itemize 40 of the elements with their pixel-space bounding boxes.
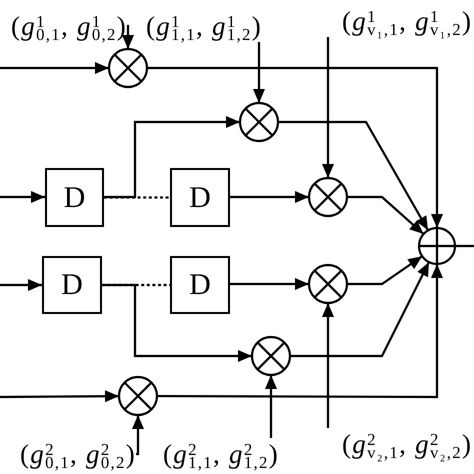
- coefficient-label: (g$^{1}$$_{1,1}$, g$^{1}$$_{1,2}$): [146, 10, 262, 42]
- multiplier-symbol: [238, 101, 280, 143]
- coefficient-label: (g$^{2}$$_{v₂,1}$, g$^{2}$$_{v₂,2}$): [342, 428, 472, 460]
- arrow: [147, 66, 443, 228]
- arrow: [0, 279, 42, 291]
- dotted-line: [102, 284, 170, 286]
- arrow: [157, 264, 443, 398]
- arrow: [347, 255, 423, 286]
- arrow: [0, 390, 119, 402]
- arrow: [230, 191, 309, 203]
- multiplier-symbol: [107, 47, 149, 89]
- arrow: [102, 284, 252, 362]
- arrow: [122, 24, 134, 49]
- coefficient-label: (g$^{1}$$_{0,1}$, g$^{1}$$_{0,2}$): [11, 10, 127, 42]
- coefficient-label: (g$^{2}$$_{0,1}$, g$^{2}$$_{0,2}$): [20, 438, 136, 470]
- delay-box: D: [170, 256, 230, 314]
- multiplier-symbol: [307, 263, 349, 305]
- coefficient-label: (g$^{1}$$_{v₁,1}$, g$^{1}$$_{v₁,2}$): [342, 5, 472, 37]
- multiplier-symbol: [307, 176, 349, 218]
- multiplier-symbol: [117, 375, 159, 417]
- arrow: [278, 120, 429, 231]
- arrow: [230, 278, 309, 290]
- arrow: [0, 62, 109, 74]
- connector-line: [455, 244, 474, 248]
- delay-box: D: [45, 168, 104, 227]
- arrow: [132, 415, 144, 456]
- dotted-line: [104, 196, 170, 199]
- coefficient-label: (g$^{2}$$_{1,1}$, g$^{2}$$_{1,2}$): [163, 438, 279, 470]
- delay-box: D: [170, 168, 230, 227]
- arrow: [265, 375, 277, 438]
- arrow: [322, 303, 334, 428]
- arrow: [0, 191, 45, 203]
- arrow: [253, 42, 265, 103]
- arrow: [322, 37, 334, 178]
- adder-symbol: [417, 226, 457, 266]
- arrow: [347, 196, 424, 235]
- multiplier-symbol: [250, 335, 292, 377]
- arrow: [290, 262, 430, 358]
- arrow: [104, 116, 240, 198]
- delay-box: D: [42, 256, 102, 314]
